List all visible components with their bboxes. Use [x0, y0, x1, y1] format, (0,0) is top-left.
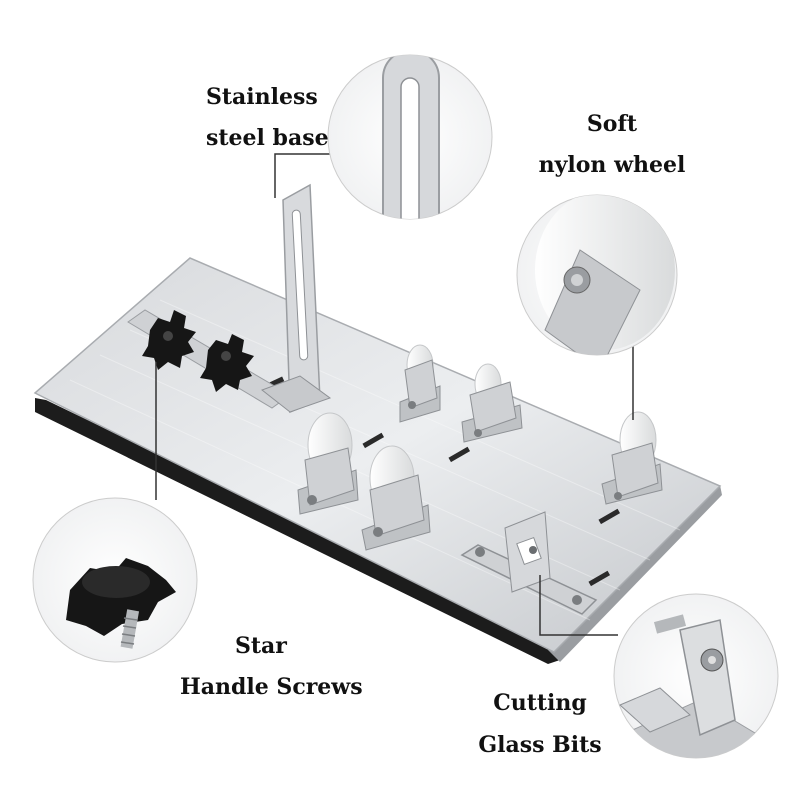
- wheel-unit-3: [297, 412, 359, 515]
- wheel-unit-4: [361, 445, 431, 551]
- wheel-unit-5: [601, 411, 663, 505]
- label-stainless-line2: steel base: [206, 125, 329, 151]
- star-knob-1: [142, 310, 196, 370]
- label-nylon-line1: Soft: [586, 111, 638, 137]
- detail-circle-steel-base: [327, 54, 493, 220]
- detail-circle-nylon-wheel: [516, 194, 678, 356]
- rubber-strip: [35, 398, 560, 664]
- vertical-bracket: [260, 183, 332, 414]
- label-screw-line2: Handle Screws: [180, 674, 363, 700]
- label-bit-line2: Glass Bits: [478, 732, 602, 758]
- wheel-unit-2: [461, 363, 523, 443]
- wheel-unit-1: [399, 344, 441, 423]
- callout-line-bit: [539, 575, 618, 636]
- callout-line-base: [274, 153, 345, 198]
- detail-circle-cutting-bit: [613, 593, 779, 759]
- star-knob-2: [200, 334, 254, 392]
- label-stainless-line1: Stainless: [206, 84, 318, 110]
- label-nylon-line2: nylon wheel: [538, 152, 686, 178]
- detail-circle-star-screw: [32, 497, 198, 663]
- plate-side-edge: [548, 485, 722, 662]
- cutter-assembly: [460, 511, 598, 615]
- label-screw-line1: Star: [235, 633, 287, 659]
- label-bit-line1: Cutting: [493, 690, 587, 716]
- callout-lines: [155, 153, 634, 636]
